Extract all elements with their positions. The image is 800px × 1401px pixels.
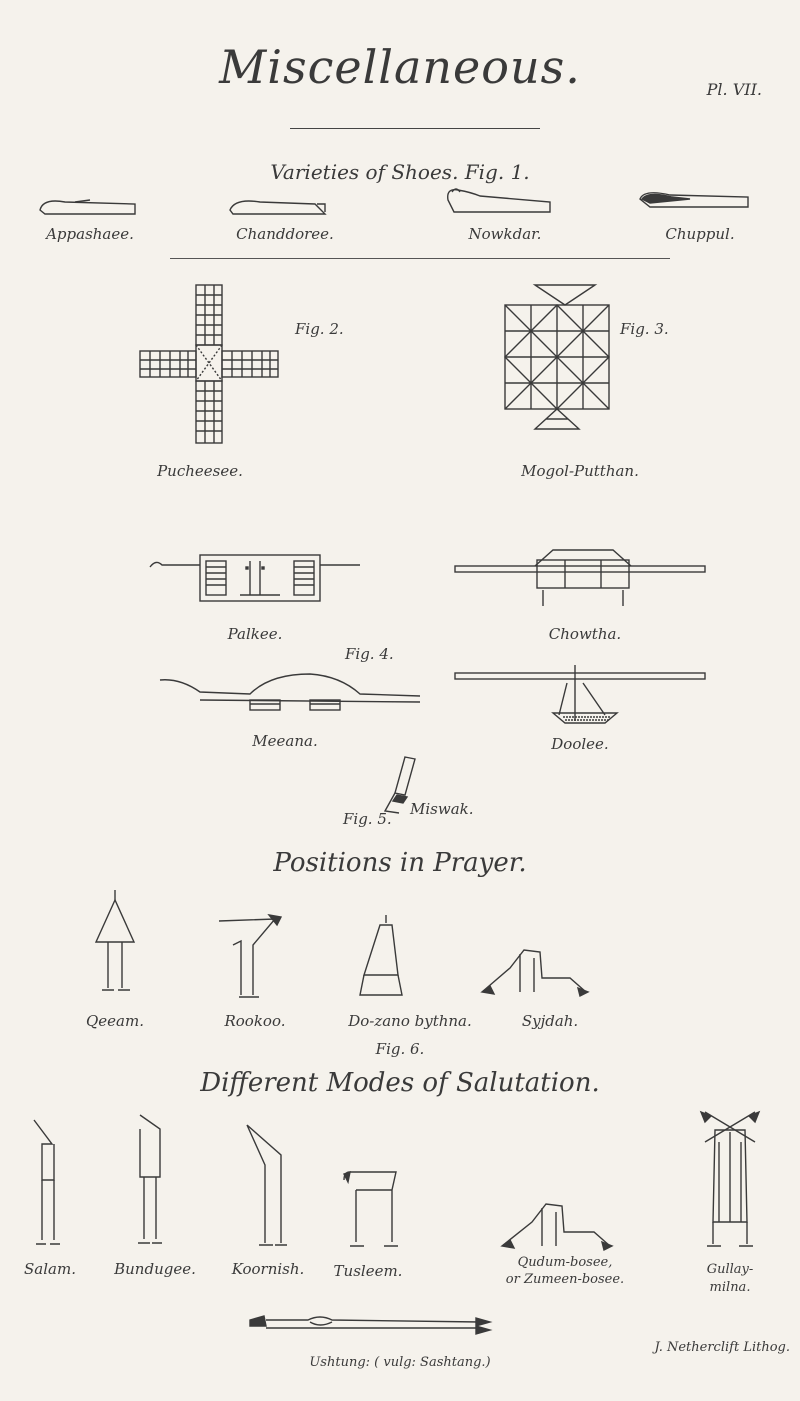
shoe-label-1: Appashaee. (46, 225, 134, 243)
prayer-label-4: Syjdah. (521, 1012, 579, 1030)
qudum-bosee-label-line2: or Zumeen-bosee. (505, 1272, 625, 1287)
shoe-chanddoree-icon (229, 200, 327, 215)
page-title: Miscellaneous. (219, 40, 581, 94)
fig2-label: Fig. 2. (295, 320, 344, 338)
ushtung-prostrate-figure-icon (249, 1315, 493, 1335)
miswak-label: Miswak. (410, 800, 474, 818)
meeana-icon (159, 673, 421, 711)
prayer-syjdah-figure-icon (480, 949, 590, 998)
shoe-label-4: Chuppul. (665, 225, 735, 243)
fig5-label: Fig. 5. (343, 810, 392, 828)
doolee-label: Doolee. (551, 735, 609, 753)
shoe-label-3: Nowkdar. (468, 225, 542, 243)
salutation-tusleem-figure-icon (343, 1170, 398, 1247)
fig6-label: Fig. 6. (375, 1040, 425, 1058)
shoe-nowkdar-icon (447, 188, 551, 213)
plate-number: Pl. VII. (706, 80, 762, 99)
prayer-dozano-figure-icon (359, 915, 403, 996)
salutation-bundugee-figure-icon (138, 1114, 162, 1244)
pucheesee-label: Pucheesee. (157, 462, 243, 480)
prayer-qeeam-figure-icon (94, 890, 136, 991)
fig4-label: Fig. 4. (345, 645, 394, 663)
shoe-label-2: Chanddoree. (236, 225, 334, 243)
ushtung-label: Ushtung: ( vulg: Sashtang.) (309, 1355, 491, 1370)
doolee-icon (454, 665, 706, 724)
chowtha-label: Chowtha. (548, 625, 622, 643)
salutation-label-1: Salam. (24, 1260, 76, 1278)
salutation-label-4: Tusleem. (333, 1262, 403, 1280)
shoe-appashaee-icon (39, 199, 136, 215)
pucheesee-board-icon (139, 284, 279, 444)
salutation-gullay-milna-figure-icon (699, 1110, 761, 1247)
lithographer-credit: J. Netherclift Lithog. (654, 1340, 790, 1355)
section-divider (170, 258, 670, 259)
miswak-icon (383, 756, 416, 814)
gullay-milna-label-line1: Gullay- (706, 1262, 754, 1277)
salutation-koornish-figure-icon (246, 1124, 287, 1246)
prayer-heading: Positions in Prayer. (273, 848, 527, 878)
salutation-qudum-bosee-figure-icon (500, 1203, 614, 1252)
palkee-icon (149, 554, 360, 602)
salutation-heading: Different Modes of Salutation. (200, 1068, 600, 1098)
shoe-chuppul-icon (639, 192, 749, 208)
salutation-salam-figure-icon (33, 1119, 60, 1245)
meeana-label: Meeana. (252, 732, 318, 750)
title-underline (290, 128, 540, 129)
chowtha-icon (454, 549, 706, 606)
shoes-heading: Varieties of Shoes. Fig. 1. (270, 160, 530, 184)
palkee-label: Palkee. (227, 625, 283, 643)
salutation-label-2: Bundugee. (114, 1260, 196, 1278)
fig3-label: Fig. 3. (620, 320, 669, 338)
mogol-putthan-label: Mogol-Putthan. (521, 462, 639, 480)
gullay-milna-label-line2: milna. (709, 1280, 751, 1295)
prayer-label-3: Do-zano bythna. (348, 1012, 472, 1030)
prayer-label-1: Qeeam. (86, 1012, 144, 1030)
qudum-bosee-label-line1: Qudum-bosee, (517, 1255, 613, 1270)
prayer-rookoo-figure-icon (218, 914, 283, 998)
mogol-putthan-board-icon (504, 284, 610, 430)
salutation-label-3: Koornish. (231, 1260, 305, 1278)
prayer-label-2: Rookoo. (224, 1012, 286, 1030)
